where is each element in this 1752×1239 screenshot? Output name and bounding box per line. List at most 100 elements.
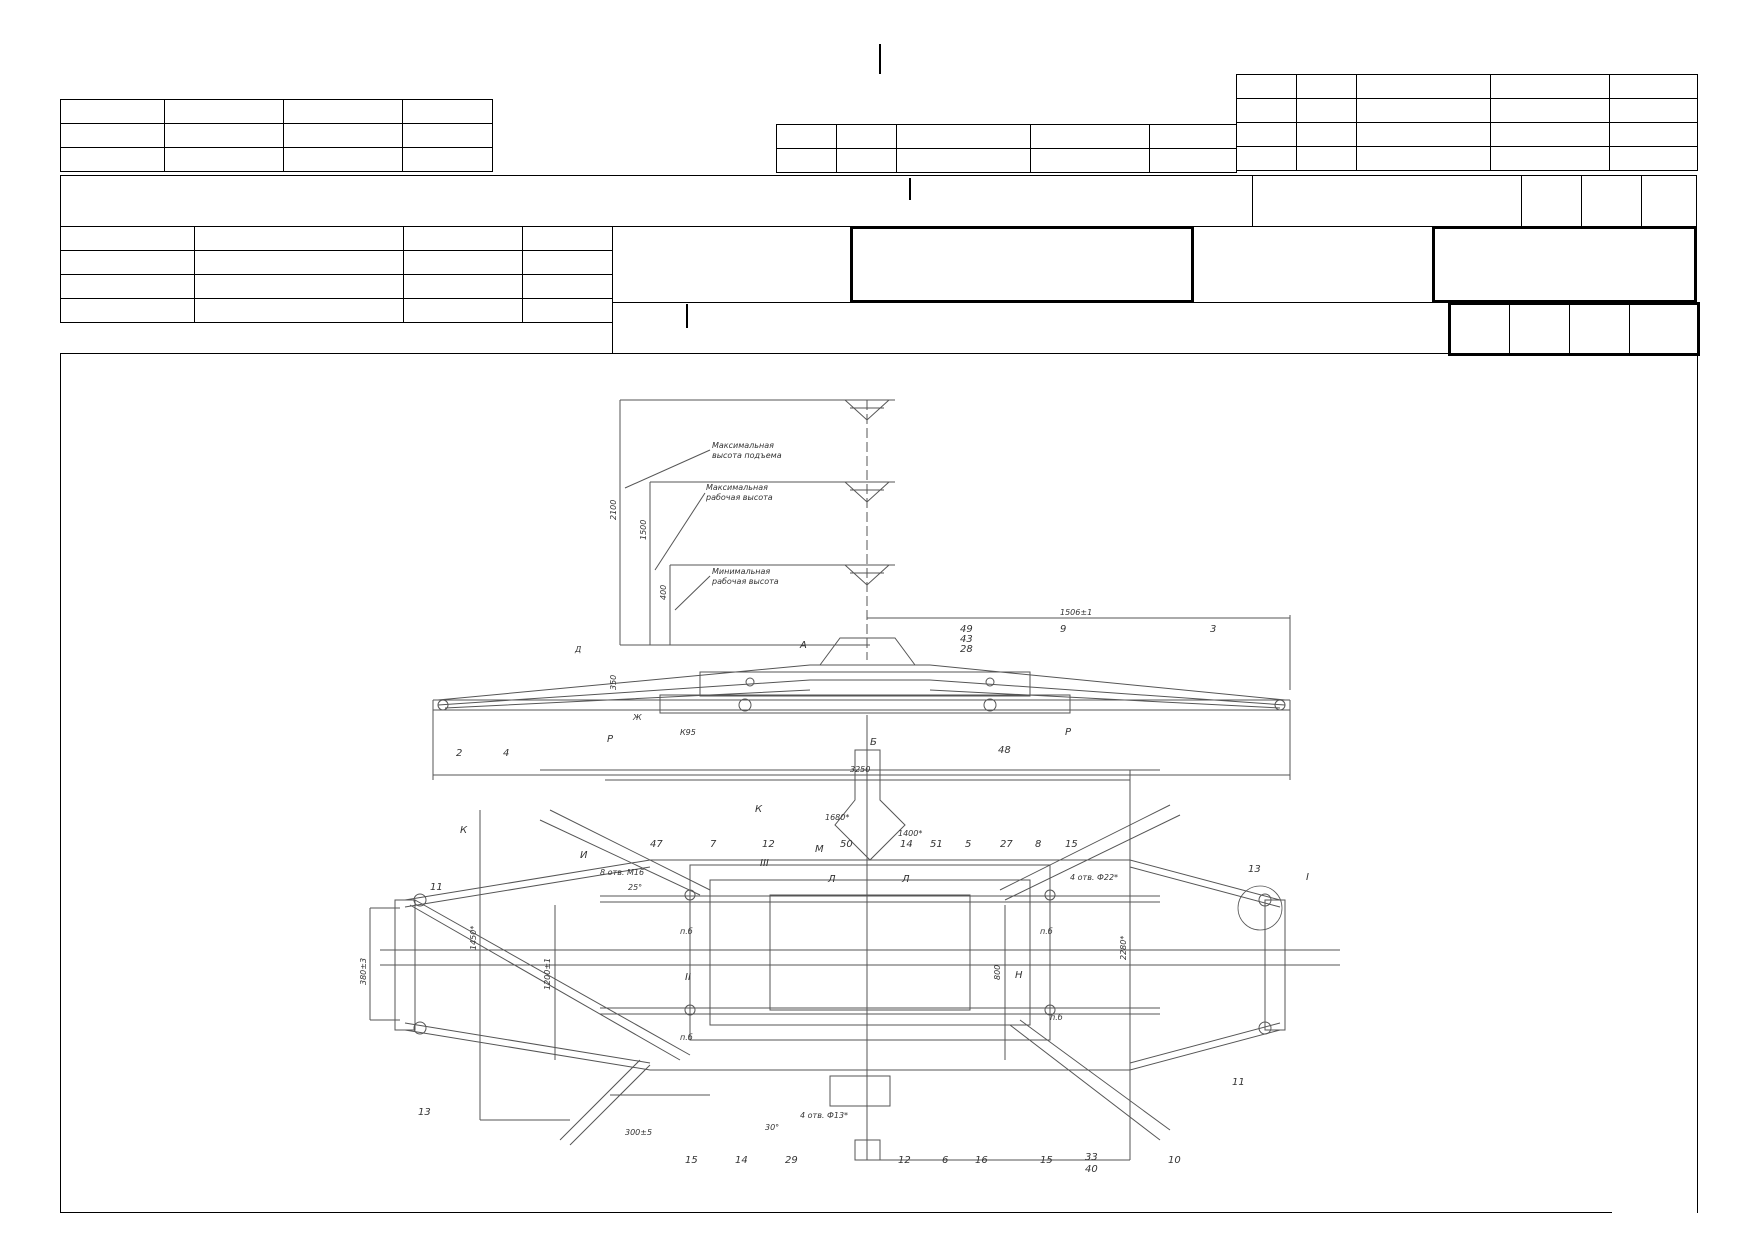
- organization-box: [1432, 226, 1697, 303]
- title-block-line: [612, 226, 613, 354]
- revision-table-right: [1236, 74, 1698, 171]
- callout: 49: [960, 624, 973, 635]
- plan-callout: 10: [1168, 1155, 1181, 1166]
- plan-dim: 2280*: [1119, 936, 1128, 960]
- callout: 28: [960, 644, 973, 655]
- plan-note: п.б: [1040, 927, 1053, 936]
- plan-letter: I: [1306, 872, 1309, 883]
- plan-dim: 300±5: [625, 1128, 652, 1137]
- mark: Ж: [632, 713, 642, 722]
- plan-callout: 50: [840, 839, 853, 850]
- plan-letter: Л: [901, 874, 910, 885]
- plan-note: п.б: [680, 1033, 693, 1042]
- drawing-frame-left: [60, 353, 61, 1213]
- plan-callout: 40: [1085, 1164, 1098, 1175]
- plan-callout: 7: [710, 839, 717, 850]
- plan-callout: 16: [975, 1155, 988, 1166]
- plan-letter: Л: [827, 874, 836, 885]
- elevation-note: Минимальная: [712, 567, 770, 576]
- plan-dim: 380±3: [359, 958, 368, 985]
- elevation-dim: 1500: [639, 520, 648, 540]
- elevation-dim: 400: [659, 585, 668, 600]
- top-marker: [879, 44, 881, 74]
- mark: Д: [574, 645, 581, 654]
- drawing-frame-right: [1697, 353, 1698, 1213]
- plan-callout: 8: [1035, 839, 1041, 850]
- section-letter: Р: [1065, 727, 1072, 738]
- plan-callout: 13: [1248, 864, 1261, 875]
- callout: 43: [960, 634, 973, 645]
- plan-letter: М: [815, 844, 824, 855]
- callout: 2: [456, 748, 462, 759]
- plan-callout: 15: [685, 1155, 698, 1166]
- plan-callout: 11: [430, 882, 443, 893]
- platform-max-work: [840, 481, 895, 503]
- plan-callout: 14: [900, 839, 913, 850]
- plan-callout: 15: [1040, 1155, 1053, 1166]
- plan-callout: 51: [930, 839, 943, 850]
- section-letter: Б: [870, 737, 877, 748]
- revision-table-middle: [776, 124, 1237, 173]
- plan-letter: К: [460, 825, 468, 836]
- plan-letter: II: [685, 972, 691, 983]
- signature-table: [60, 226, 613, 323]
- callout: 48: [998, 745, 1011, 756]
- platform-min-work: [840, 564, 895, 586]
- mark: 350: [609, 675, 618, 690]
- plan-callout: 11: [1232, 1077, 1245, 1088]
- drawing-frame-top: [60, 353, 1697, 354]
- sheet-cells: [1448, 302, 1700, 356]
- callout: 9: [1060, 624, 1066, 635]
- plan-callout: 33: [1085, 1152, 1098, 1163]
- plan-callout: 13: [418, 1107, 431, 1118]
- overall-length-dim: 3250: [850, 765, 870, 774]
- elevation-dim: 2100: [609, 500, 618, 520]
- designation-box: [850, 226, 1194, 303]
- plan-view: [369, 735, 1340, 1161]
- plan-dim: 1200±1: [543, 958, 552, 990]
- plan-note: п.б: [1050, 1013, 1063, 1022]
- plan-note: 8 отв. М16: [600, 868, 644, 877]
- platform-max-height: [840, 399, 895, 421]
- callout: 4: [503, 748, 509, 759]
- plan-note: п.б: [680, 927, 693, 936]
- plan-letter: К: [755, 804, 763, 815]
- plan-callout: 15: [1065, 839, 1078, 850]
- title-band-divider: [1641, 175, 1642, 227]
- plan-note: 30°: [765, 1123, 779, 1132]
- title-band-divider: [1521, 175, 1522, 227]
- title-band: [60, 175, 1697, 227]
- elevation-note: высота подъема: [712, 451, 782, 460]
- plan-callout: 14: [735, 1155, 748, 1166]
- plan-dim: 1400*: [898, 829, 922, 838]
- half-length-dim: 1506±1: [1060, 608, 1092, 617]
- plan-callout: 12: [762, 839, 775, 850]
- plan-note: 4 отв. Ф13*: [800, 1111, 848, 1120]
- mark: К95: [680, 728, 696, 737]
- plan-callout: 12: [898, 1155, 911, 1166]
- elevation-note: Максимальная: [706, 483, 768, 492]
- elevation-note: рабочая высота: [711, 577, 779, 586]
- plan-dim: 800: [993, 965, 1002, 980]
- title-band-marker: [909, 178, 911, 200]
- title-band-divider: [1252, 175, 1253, 227]
- plan-callout: 5: [965, 839, 971, 850]
- technical-drawing: Максимальная высота подъема Максимальная…: [359, 399, 1340, 1175]
- title-block-marker: [686, 304, 688, 328]
- section-letter: А: [799, 640, 807, 651]
- plan-callout: 47: [650, 839, 663, 850]
- plan-dim: 1450*: [469, 926, 478, 950]
- callout: 3: [1210, 624, 1216, 635]
- plan-callout: 29: [785, 1155, 798, 1166]
- side-view: [432, 615, 1291, 780]
- plan-letter: Н: [1015, 970, 1023, 981]
- plan-callout: 27: [1000, 839, 1013, 850]
- plan-letter: III: [760, 858, 769, 869]
- elevation-note: рабочая высота: [705, 493, 773, 502]
- title-band-divider: [1581, 175, 1582, 227]
- plan-dim: 1680*: [825, 813, 849, 822]
- section-letter: Р: [607, 734, 614, 745]
- plan-letter: И: [580, 850, 588, 861]
- plan-callout: 6: [942, 1155, 948, 1166]
- elevation-note: Максимальная: [712, 441, 774, 450]
